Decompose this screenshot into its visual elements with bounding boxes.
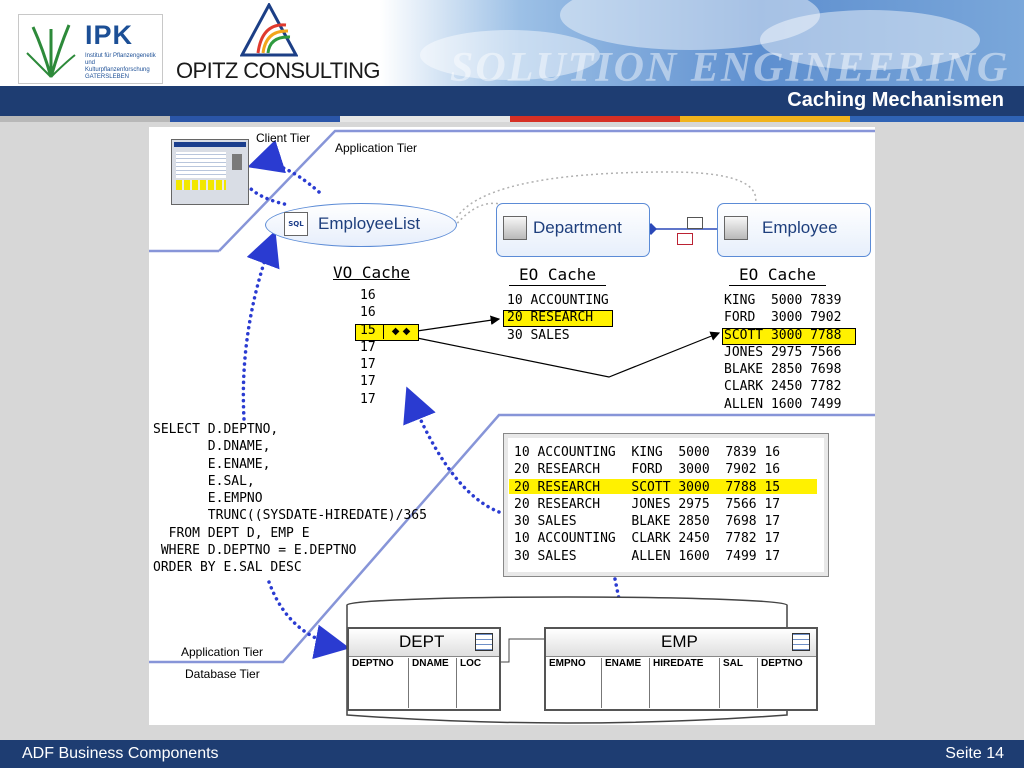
- result-row: 20 RESEARCH JONES 2975 7566 17: [514, 496, 781, 512]
- employeelist-view-object: SQL EmployeeList: [265, 203, 457, 247]
- query-result-rows: 10 ACCOUNTING KING 5000 7839 16 20 RESEAR…: [514, 444, 780, 565]
- sql-line: ORDER BY E.SAL DESC: [153, 560, 302, 576]
- query-result-grid: 10 ACCOUNTING KING 5000 7839 16 20 RESEAR…: [503, 433, 829, 577]
- result-row: 30 SALES ALLEN 1600 7499 17: [514, 548, 781, 564]
- vo-cache-row: 17: [360, 339, 376, 355]
- dept-col-dname: DNAME: [409, 658, 457, 708]
- result-row: 20 RESEARCH SCOTT 3000 7788 15: [514, 479, 781, 495]
- dept-col-deptno: DEPTNO: [349, 658, 409, 708]
- vo-cache-row: 16: [360, 288, 376, 303]
- sql-line: FROM DEPT D, EMP E: [153, 525, 310, 541]
- dept-cache-row: 20 RESEARCH: [507, 310, 594, 326]
- employee-entity: Employee: [717, 203, 871, 257]
- opitz-logo-icon: [240, 3, 298, 57]
- sql-query: SELECT D.DEPTNO, D.DNAME, E.ENAME, E.SAL…: [153, 421, 427, 577]
- employee-entity-label: Employee: [762, 218, 838, 237]
- vo-cache-row: 17: [360, 357, 376, 373]
- sql-line: E.ENAME,: [153, 456, 271, 472]
- color-stripe-blue-2: [850, 116, 1024, 122]
- entity-icon: [503, 216, 527, 240]
- database-tier-label: Database Tier: [185, 667, 260, 681]
- plant-icon: [26, 24, 76, 78]
- emp-cache-row: CLARK 2450 7782: [724, 379, 842, 395]
- ipk-logo: IPK Institut für Pflanzengenetik und Kul…: [18, 14, 163, 84]
- emp-table: EMP EMPNO ENAME HIREDATE SAL DEPTNO: [544, 627, 818, 711]
- table-grid-icon: [792, 633, 810, 651]
- emp-cache-row: KING 5000 7839: [724, 293, 842, 308]
- vo-cache-title: VO Cache: [333, 263, 411, 282]
- department-entity: Department: [496, 203, 650, 257]
- title-bar: Caching Mechanismen: [0, 86, 1024, 116]
- vo-cache-row: 15: [360, 322, 376, 338]
- color-stripe-gray: [0, 116, 170, 122]
- slide-footer: ADF Business Components Seite 14: [0, 740, 1024, 768]
- employeelist-label: EmployeeList: [318, 214, 421, 233]
- footer-page-number: Seite 14: [945, 745, 1004, 762]
- emp-col-ename: ENAME: [602, 658, 650, 708]
- result-row: 30 SALES BLAKE 2850 7698 17: [514, 514, 781, 530]
- table-grid-icon: [475, 633, 493, 651]
- emp-col-empno: EMPNO: [546, 658, 602, 708]
- dept-eo-cache-title: EO Cache: [509, 265, 607, 286]
- sql-line: SELECT D.DEPTNO,: [153, 422, 279, 437]
- ipk-logo-text: IPK: [85, 20, 134, 50]
- sql-line: WHERE D.DEPTNO = E.DEPTNO: [153, 543, 357, 559]
- color-stripe-blue: [170, 116, 340, 122]
- dept-table: DEPT DEPTNO DNAME LOC: [347, 627, 501, 711]
- application-tier-label-bottom: Application Tier: [181, 645, 264, 659]
- dept-cache-highlight: [503, 310, 613, 327]
- vo-cache-row-pointer-icon: ◆ ◆: [383, 324, 418, 339]
- result-row: 10 ACCOUNTING CLARK 2450 7782 17: [514, 531, 781, 547]
- entity-icon: [724, 216, 748, 240]
- vo-cache-row: 17: [360, 374, 376, 390]
- result-row: 20 RESEARCH FORD 3000 7902 16: [514, 462, 781, 478]
- slide-header: SOLUTION ENGINEERING IPK Institut für Pf…: [0, 0, 1024, 86]
- sql-line: D.DNAME,: [153, 439, 271, 455]
- department-entity-label: Department: [533, 218, 622, 237]
- sql-line: E.EMPNO: [153, 491, 263, 507]
- caching-diagram: Client Tier Application Tier SQL Employe…: [149, 127, 875, 725]
- result-highlight: [509, 479, 817, 494]
- ipk-logo-subtext: Institut für Pflanzengenetik und Kulturp…: [85, 53, 156, 80]
- dept-cache-row: 30 SALES: [507, 327, 570, 343]
- sql-icon: SQL: [284, 212, 308, 236]
- result-row: 10 ACCOUNTING KING 5000 7839 16: [514, 445, 781, 460]
- sql-line: E.SAL,: [153, 473, 255, 489]
- emp-cache-row: JONES 2975 7566: [724, 344, 842, 360]
- application-tier-label-top: Application Tier: [335, 141, 418, 155]
- slide-title: Caching Mechanismen: [787, 89, 1004, 111]
- opitz-logo-text: OPITZ CONSULTING: [176, 58, 380, 83]
- emp-col-deptno: DEPTNO: [761, 658, 803, 669]
- vo-cache-highlight: [355, 324, 419, 341]
- client-app-thumbnail: [171, 139, 249, 205]
- color-stripe-light: [340, 116, 510, 122]
- client-tier-label: Client Tier: [256, 131, 311, 145]
- dept-table-title: DEPT: [399, 632, 445, 651]
- emp-cache-row: ALLEN 1600 7499: [724, 396, 842, 412]
- emp-cache-row: SCOTT 3000 7788: [724, 327, 842, 343]
- solution-engineering-watermark: SOLUTION ENGINEERING: [450, 45, 1010, 86]
- sql-line: TRUNC((SYSDATE-HIREDATE)/365: [153, 508, 427, 524]
- association-icon: [677, 217, 703, 245]
- dept-cache-row: 10 ACCOUNTING: [507, 293, 609, 308]
- emp-col-sal: SAL: [720, 658, 758, 708]
- color-stripe-red: [510, 116, 680, 122]
- dept-col-loc: LOC: [460, 658, 482, 669]
- emp-cache-row: FORD 3000 7902: [724, 310, 842, 326]
- footer-course-title: ADF Business Components: [22, 745, 219, 762]
- color-stripe-yellow: [680, 116, 850, 122]
- vo-cache-row: 16: [360, 305, 376, 321]
- emp-col-hiredate: HIREDATE: [650, 658, 720, 708]
- vo-cache-row: 17: [360, 391, 376, 407]
- emp-cache-highlight: [722, 328, 856, 345]
- emp-eo-cache-title: EO Cache: [729, 265, 827, 286]
- emp-table-title: EMP: [661, 632, 698, 651]
- emp-cache-row: BLAKE 2850 7698: [724, 362, 842, 378]
